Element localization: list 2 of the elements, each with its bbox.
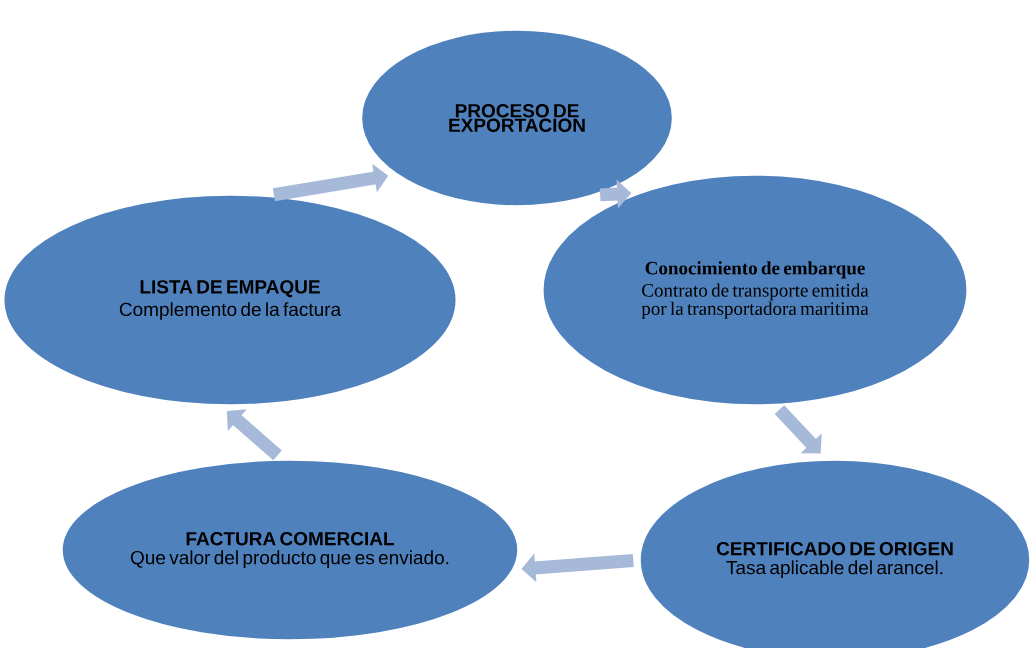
block-arrow [774,405,822,454]
block-arrow [226,409,282,461]
